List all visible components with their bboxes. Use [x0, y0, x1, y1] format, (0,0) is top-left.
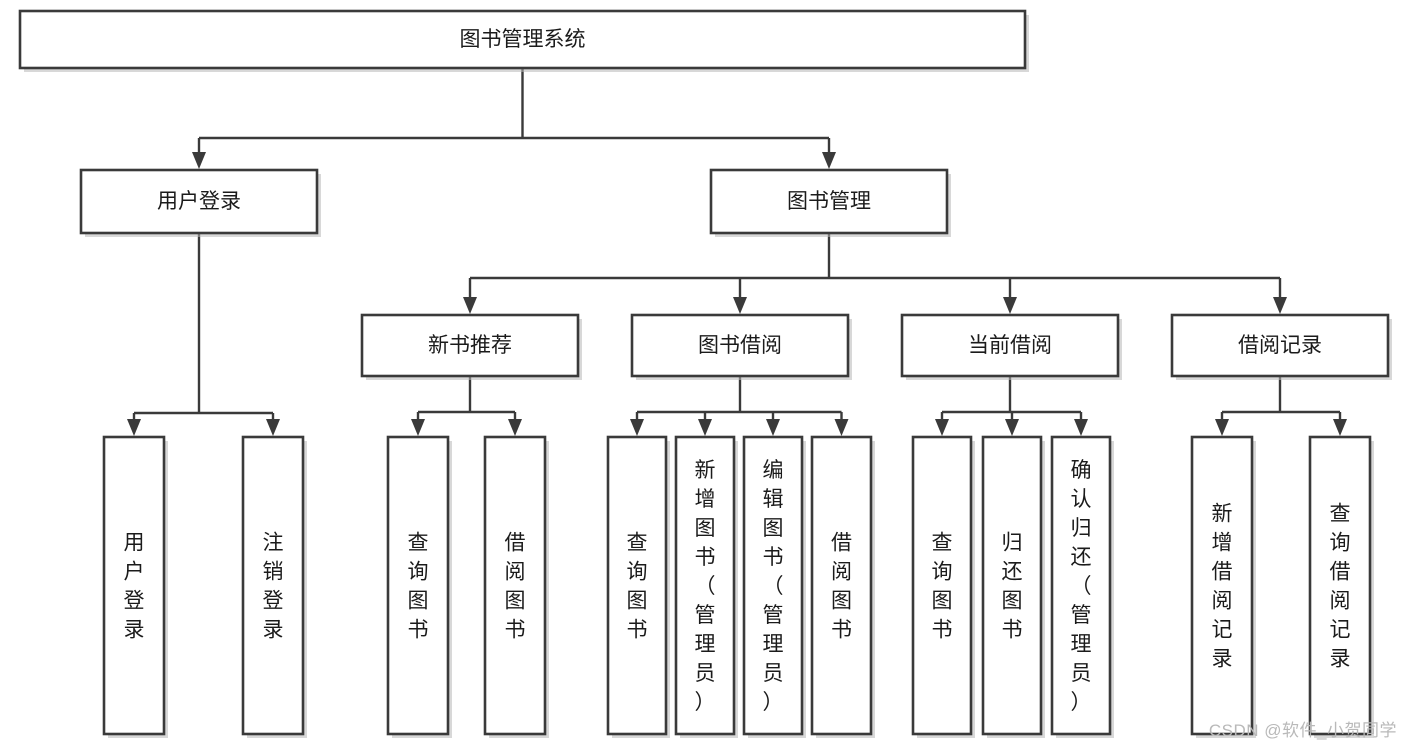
arrow-head-icon: [1003, 297, 1017, 314]
arrow-head-icon: [192, 152, 206, 169]
node-box[interactable]: [1170, 313, 1390, 378]
node-label: 图书管理: [787, 190, 871, 213]
node-box[interactable]: [911, 435, 973, 736]
node-leaf-leaf-query-book-rec[interactable]: 查询图书: [386, 435, 452, 738]
node-label: 当前借阅: [968, 334, 1052, 357]
node-box[interactable]: [674, 435, 736, 736]
nodes-layer: 图书管理系统用户登录图书管理新书推荐图书借阅当前借阅借阅记录用户登录注销登录查询…: [18, 9, 1392, 738]
node-box[interactable]: [1050, 435, 1112, 736]
node-box[interactable]: [386, 435, 450, 736]
node-l3-new-book-rec[interactable]: 新书推荐: [360, 313, 582, 380]
node-box[interactable]: [810, 435, 873, 736]
arrow-head-icon: [834, 419, 849, 436]
arrow-head-icon: [733, 297, 747, 314]
arrow-head-icon: [266, 419, 280, 436]
node-leaf-leaf-user-login[interactable]: 用户登录: [102, 435, 168, 738]
edge-group-book-borrow: [630, 376, 849, 436]
node-label: 借阅记录: [1238, 334, 1322, 357]
node-box[interactable]: [900, 313, 1120, 378]
node-leaf-leaf-confirm-return[interactable]: 确认归还（管理员）: [1050, 435, 1114, 738]
arrow-head-icon: [127, 419, 141, 436]
node-leaf-leaf-return-book[interactable]: 归还图书: [981, 435, 1045, 738]
node-box[interactable]: [241, 435, 305, 736]
node-root-root[interactable]: 图书管理系统: [18, 9, 1029, 72]
node-box[interactable]: [1190, 435, 1254, 736]
node-label: 图书管理系统: [460, 28, 586, 51]
node-box[interactable]: [360, 313, 580, 378]
node-l3-current-borrow[interactable]: 当前借阅: [900, 313, 1122, 380]
node-label: 确认归还（管理员）: [1071, 459, 1092, 714]
arrow-head-icon: [630, 419, 644, 436]
node-box[interactable]: [606, 435, 668, 736]
node-box[interactable]: [709, 168, 949, 235]
edge-group-book-manage: [463, 233, 1287, 314]
node-label: 编辑图书（管理员）: [763, 459, 784, 714]
node-label: 新书推荐: [428, 334, 512, 357]
edge-group-new-book-rec: [411, 376, 522, 436]
arrow-head-icon: [822, 152, 836, 169]
node-box[interactable]: [483, 435, 547, 736]
node-l2-book-manage[interactable]: 图书管理: [709, 168, 951, 237]
arrow-head-icon: [766, 419, 780, 436]
node-leaf-leaf-add-record[interactable]: 新增借阅记录: [1190, 435, 1256, 738]
node-leaf-leaf-query-record[interactable]: 查询借阅记录: [1308, 435, 1374, 738]
node-box[interactable]: [18, 9, 1027, 70]
node-box[interactable]: [742, 435, 804, 736]
edge-group-user-login: [127, 233, 280, 436]
node-label: 注销登录: [263, 532, 284, 642]
node-label: 查询图书: [627, 532, 648, 642]
node-label: 新增借阅记录: [1212, 503, 1233, 671]
arrow-head-icon: [698, 419, 712, 436]
node-label: 借阅图书: [505, 532, 526, 642]
node-leaf-leaf-user-logout[interactable]: 注销登录: [241, 435, 307, 738]
node-leaf-leaf-query-book-cb[interactable]: 查询图书: [911, 435, 975, 738]
node-label: 查询借阅记录: [1330, 503, 1351, 671]
arrow-head-icon: [1215, 419, 1229, 436]
node-leaf-leaf-query-book-bb[interactable]: 查询图书: [606, 435, 670, 738]
node-leaf-leaf-edit-book[interactable]: 编辑图书（管理员）: [742, 435, 806, 738]
node-label: 图书借阅: [698, 334, 782, 357]
node-label: 用户登录: [157, 190, 241, 213]
node-l3-borrow-record[interactable]: 借阅记录: [1170, 313, 1392, 380]
node-label: 查询图书: [932, 532, 953, 642]
arrow-head-icon: [935, 419, 949, 436]
arrow-head-icon: [508, 419, 522, 436]
arrow-head-icon: [1005, 419, 1019, 436]
node-box[interactable]: [79, 168, 319, 235]
node-l3-book-borrow[interactable]: 图书借阅: [630, 313, 852, 380]
node-box[interactable]: [981, 435, 1043, 736]
node-label: 借阅图书: [831, 532, 852, 642]
arrow-head-icon: [411, 419, 425, 436]
edge-group-borrow-record: [1215, 376, 1347, 436]
node-l2-user-login[interactable]: 用户登录: [79, 168, 321, 237]
node-label: 归还图书: [1002, 532, 1023, 642]
arrow-head-icon: [1074, 419, 1088, 436]
node-label: 查询图书: [408, 532, 429, 642]
arrow-head-icon: [1333, 419, 1347, 436]
node-leaf-leaf-borrow-book-rec[interactable]: 借阅图书: [483, 435, 549, 738]
node-leaf-leaf-add-book[interactable]: 新增图书（管理员）: [674, 435, 738, 738]
edge-group-root: [192, 68, 836, 169]
arrow-head-icon: [1273, 297, 1287, 314]
node-box[interactable]: [1308, 435, 1372, 736]
arrow-head-icon: [463, 297, 477, 314]
node-label: 新增图书（管理员）: [695, 459, 716, 714]
edge-group-current-borrow: [935, 376, 1088, 436]
node-leaf-leaf-borrow-book-bb[interactable]: 借阅图书: [810, 435, 875, 738]
node-box[interactable]: [102, 435, 166, 736]
edges-layer: [127, 68, 1347, 436]
node-box[interactable]: [630, 313, 850, 378]
node-label: 用户登录: [124, 532, 145, 642]
